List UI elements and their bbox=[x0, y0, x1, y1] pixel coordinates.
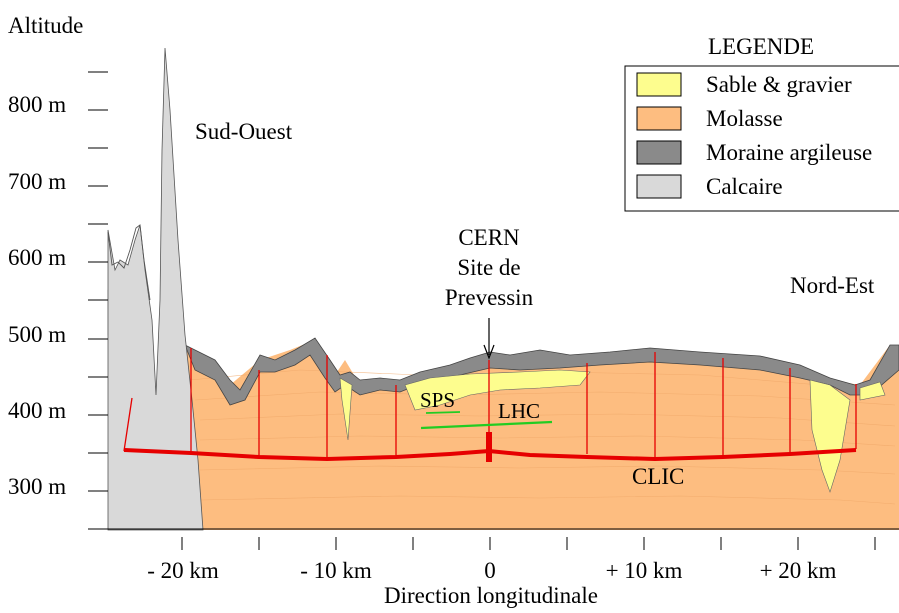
prevessin-arrow bbox=[483, 318, 495, 360]
sps-tunnel bbox=[425, 411, 461, 414]
legend-title: LEGENDE bbox=[708, 34, 814, 59]
legend-label-limestone: Calcaire bbox=[706, 174, 783, 199]
southwest-label: Sud-Ouest bbox=[195, 119, 293, 144]
legend: LEGENDE Sable & gravier Molasse Moraine … bbox=[624, 34, 899, 212]
lhc-tunnel bbox=[420, 420, 553, 430]
northeast-label: Nord-Est bbox=[790, 273, 875, 298]
legend-swatch-limestone bbox=[636, 174, 682, 199]
legend-label-sand: Sable & gravier bbox=[706, 72, 852, 97]
y-axis-title: Altitude bbox=[8, 13, 83, 38]
access-shafts bbox=[123, 348, 857, 459]
cern-site-label: Site de bbox=[457, 255, 520, 280]
y-tick-label: 400 m bbox=[8, 398, 66, 423]
clic-label: CLIC bbox=[632, 464, 684, 489]
y-tick-label: 600 m bbox=[8, 245, 66, 270]
x-tick-label: - 20 km bbox=[147, 558, 219, 583]
legend-label-moraine: Moraine argileuse bbox=[706, 140, 872, 165]
x-tick-label: - 10 km bbox=[300, 558, 372, 583]
x-tick-label: + 20 km bbox=[760, 558, 837, 583]
legend-swatch-sand bbox=[636, 72, 682, 97]
prevessin-label: Prevessin bbox=[445, 285, 534, 310]
lhc-label: LHC bbox=[498, 399, 540, 423]
y-tick-label: 500 m bbox=[8, 322, 66, 347]
legend-label-molasse: Molasse bbox=[706, 106, 783, 131]
clic-interaction-point bbox=[486, 432, 492, 462]
x-axis-title: Direction longitudinale bbox=[384, 583, 598, 608]
x-axis bbox=[108, 528, 899, 550]
x-tick-label: + 10 km bbox=[606, 558, 683, 583]
y-tick-label: 800 m bbox=[8, 92, 66, 117]
limestone-ridge-outline bbox=[107, 224, 151, 301]
y-tick-label: 700 m bbox=[8, 169, 66, 194]
y-axis bbox=[88, 71, 108, 530]
limestone-layer bbox=[107, 47, 204, 531]
y-tick-label: 300 m bbox=[8, 474, 66, 499]
legend-swatch-moraine bbox=[636, 140, 682, 165]
cern-label: CERN bbox=[458, 225, 520, 250]
sps-label: SPS bbox=[420, 388, 455, 412]
legend-swatch-molasse bbox=[636, 106, 682, 131]
x-tick-label: 0 bbox=[484, 558, 496, 583]
moraine-layer bbox=[184, 337, 899, 406]
